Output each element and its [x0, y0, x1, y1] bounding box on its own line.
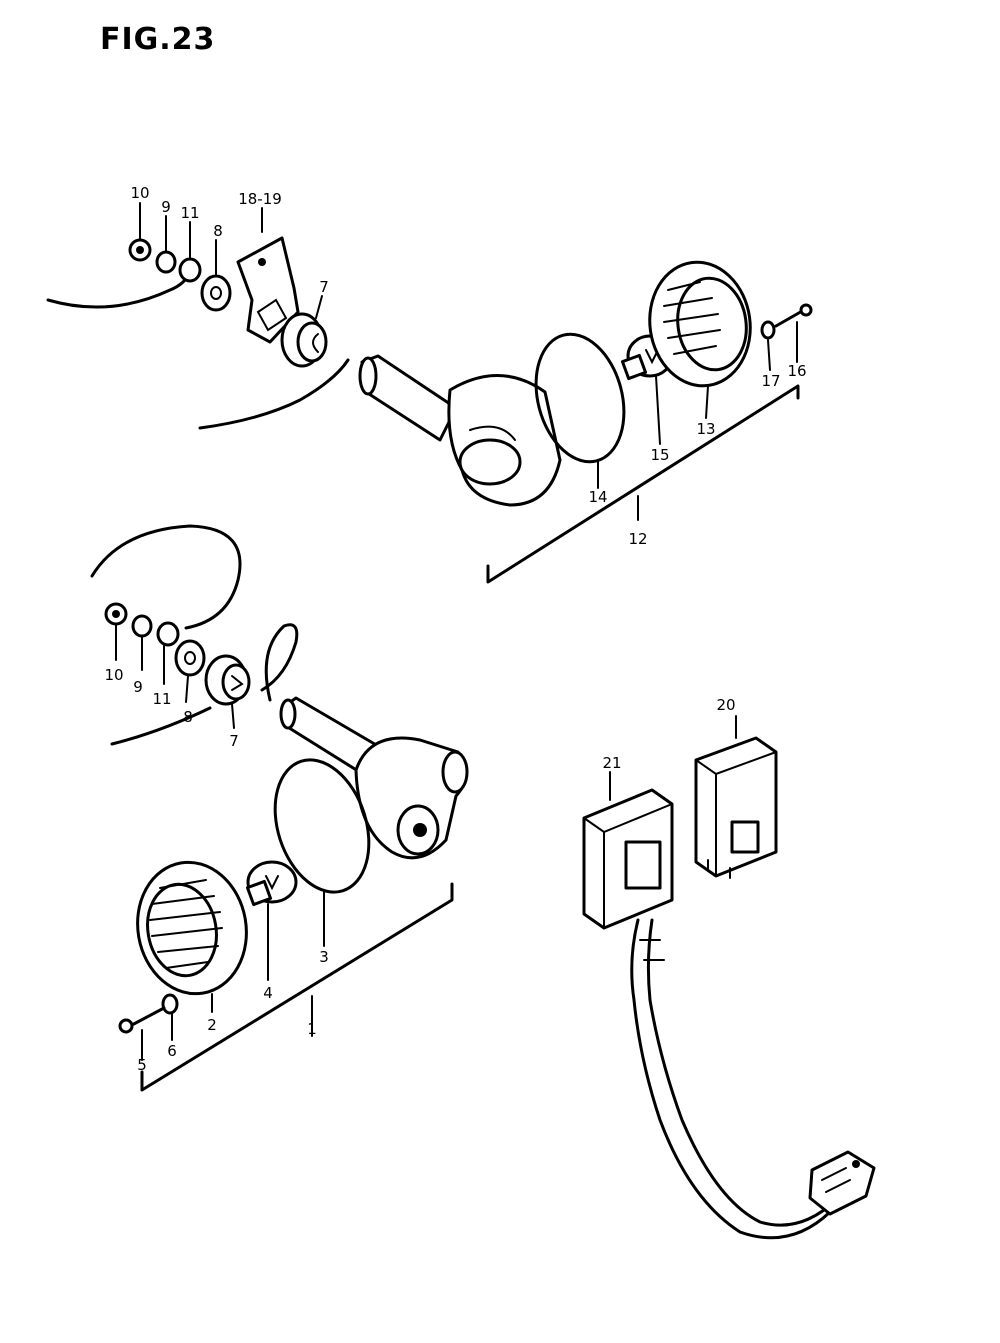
- callout-5: 5: [137, 1056, 147, 1074]
- callout-21: 21: [602, 754, 621, 772]
- callout-12: 12: [628, 530, 647, 548]
- callout-9-lower: 9: [133, 678, 143, 696]
- lower-ring-terminal: [156, 621, 180, 647]
- callout-16: 16: [787, 362, 806, 380]
- upper-callouts: 10 9 11 8 18-19 7 16 17 13 15 14 12: [130, 184, 806, 548]
- lower-callouts: 10 9 11 8 7 3 4 2 1 6 5: [104, 666, 328, 1074]
- flasher-relay: [694, 715, 778, 879]
- callout-11-lower: 11: [152, 690, 171, 708]
- harness-connector: [808, 1150, 876, 1216]
- upper-gasket: [534, 332, 626, 464]
- callout-7-lower: 7: [229, 732, 239, 750]
- callout-6: 6: [167, 1042, 177, 1060]
- callout-15: 15: [650, 446, 669, 464]
- upper-wire-lead: [46, 270, 192, 309]
- callout-11-upper: 11: [180, 204, 199, 222]
- lower-lens: [136, 860, 248, 996]
- lower-grommet-wire: [110, 706, 212, 746]
- lower-screw-washer: [161, 993, 179, 1015]
- relay-callouts: 20 21: [602, 696, 735, 772]
- callout-2: 2: [207, 1016, 217, 1034]
- callout-9-upper: 9: [161, 198, 171, 216]
- callout-17: 17: [761, 372, 780, 390]
- callout-8-upper: 8: [213, 222, 223, 240]
- upper-screw-washer: [760, 320, 776, 340]
- callout-10-lower: 10: [104, 666, 123, 684]
- lower-stem-loop-wire: [260, 623, 299, 702]
- upper-turn-signal-assembly: [46, 202, 813, 584]
- figure-title: FIG.23: [100, 22, 216, 57]
- upper-lamp-housing: [447, 374, 562, 507]
- upper-ring-terminal: [178, 257, 202, 283]
- relay-wire-harness: [630, 918, 876, 1240]
- lower-assembly-bracket: [140, 882, 454, 1092]
- callout-20: 20: [716, 696, 735, 714]
- callout-13: 13: [696, 420, 715, 438]
- turn-signal-relay: [582, 771, 674, 930]
- lower-flat-washer: [174, 639, 206, 677]
- lower-loop-wire: [90, 524, 242, 630]
- upper-lock-washer: [155, 250, 177, 274]
- callout-4: 4: [263, 984, 273, 1002]
- upper-flat-washer: [200, 274, 232, 312]
- upper-lens: [648, 260, 752, 388]
- upper-stem-wire: [198, 358, 350, 430]
- lower-turn-signal-assembly: [90, 524, 469, 1092]
- callout-10-upper: 10: [130, 184, 149, 202]
- lower-lock-washer: [131, 614, 153, 638]
- callout-1: 1: [307, 1020, 317, 1038]
- callout-14: 14: [588, 488, 607, 506]
- callout-7-upper: 7: [319, 278, 329, 296]
- lower-gasket: [273, 758, 371, 894]
- callout-3: 3: [319, 948, 329, 966]
- callout-8-lower: 8: [183, 708, 193, 726]
- lower-bulb: [245, 860, 298, 907]
- upper-assembly-bracket: [486, 384, 800, 584]
- upper-lens-screw: [774, 303, 813, 328]
- callout-18-19: 18-19: [238, 190, 282, 208]
- lower-lens-screw: [118, 1006, 166, 1034]
